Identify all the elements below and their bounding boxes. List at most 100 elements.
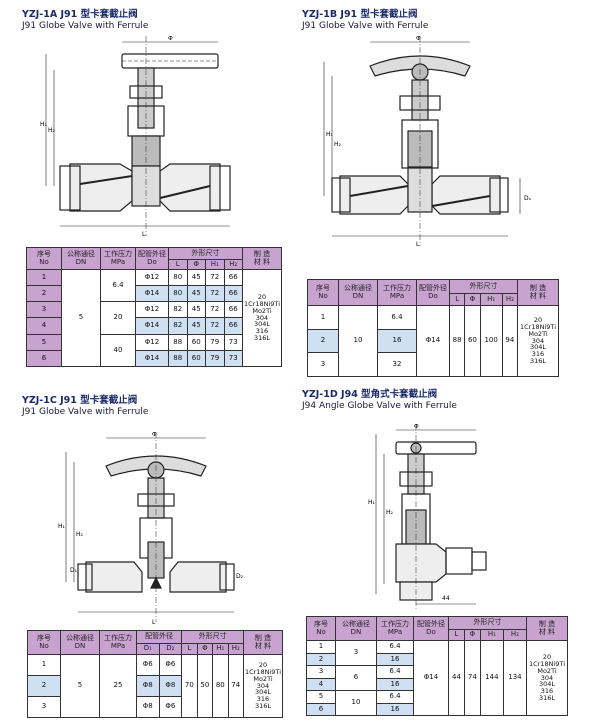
cell-h1: 100 xyxy=(479,305,503,377)
row-no: 6 xyxy=(26,349,62,368)
header-dn: 公称通径 DN xyxy=(335,616,377,641)
dim-phi: Φ xyxy=(414,424,419,430)
cell-h1: 72 xyxy=(205,285,225,303)
header-mpa: 工作压力 MPa xyxy=(376,616,414,641)
dim-l: L xyxy=(152,619,156,626)
subheader-h1: H₁ xyxy=(205,259,225,270)
subheader-phi: Φ xyxy=(463,629,481,641)
header-mpa: 工作压力 MPa xyxy=(100,247,136,270)
cell-phi: 45 xyxy=(186,285,206,303)
cell-phi: 45 xyxy=(186,268,206,287)
cell-h1: 79 xyxy=(205,333,225,351)
cell-mpa: 16 xyxy=(376,677,414,691)
dim-h2: H₂ xyxy=(334,141,342,148)
subheader-h1: H₁ xyxy=(479,293,503,306)
header-dimensions: 外形尺寸 xyxy=(449,279,518,294)
cell-mpa: 16 xyxy=(376,702,414,716)
header-do: 配管外径 xyxy=(135,630,183,644)
cell-h2: 74 xyxy=(227,654,245,718)
cell-do: Φ14 xyxy=(416,305,450,377)
cell-mpa: 6.4 xyxy=(376,690,414,704)
cell-mpa: 16 xyxy=(377,328,417,354)
cell-phi: 45 xyxy=(186,301,206,319)
valve-drawing-1a: Φ L H₁ H₂ xyxy=(40,36,231,238)
header-material: 制 造 材 料 xyxy=(517,279,559,306)
row-no: 3 xyxy=(26,301,62,319)
dim-h1: H₁ xyxy=(58,523,66,530)
spec-table-1d: 序号 No 公称通径 DN 工作压力 MPa 配管外径 Do 外形尺寸 制 造 … xyxy=(306,616,568,716)
row-no: 5 xyxy=(306,690,336,704)
cell-phi: 50 xyxy=(196,654,214,718)
header-do: 配管外径 Do xyxy=(416,279,450,306)
row-no: 5 xyxy=(26,333,62,351)
subheader-h2: H₂ xyxy=(501,293,519,306)
header-material: 制 造 材 料 xyxy=(242,247,282,270)
dim-h1: H₁ xyxy=(326,131,334,138)
cell-h2: 66 xyxy=(223,317,243,335)
cell-do: Φ12 xyxy=(135,268,169,287)
section-title-en: J91 Globe Valve with Ferrule xyxy=(302,21,429,31)
cell-dn: 10 xyxy=(335,690,377,716)
subheader-phi: Φ xyxy=(196,643,214,655)
cell-l: 80 xyxy=(168,268,188,287)
cell-phi: 60 xyxy=(186,349,206,368)
row-no: 2 xyxy=(27,674,61,697)
row-no: 1 xyxy=(307,305,339,330)
header-no: 序号 No xyxy=(26,247,62,270)
spec-table-1a: 序号 No 公称通径 DN 工作压力 MPa 配管外径 Do 外形尺寸 制 造 … xyxy=(26,247,282,368)
valve-drawing-1b: Φ L H₁ H₂ Dₒ xyxy=(323,36,532,248)
spec-table-1b: 序号 No 公称通径 DN 工作压力 MPa 配管外径 Do 外形尺寸 制 造 … xyxy=(307,279,559,377)
header-material: 制 造 材 料 xyxy=(243,630,283,655)
subheader-h1: H₁ xyxy=(479,629,504,641)
cell-dn: 10 xyxy=(338,305,378,377)
cell-mpa: 20 xyxy=(100,301,136,335)
cell-dn: 3 xyxy=(335,640,377,666)
row-no: 1 xyxy=(27,654,61,676)
dim-l: L xyxy=(142,231,146,238)
section-title-cn: YZJ-1B J91 型卡套截止阀 xyxy=(302,9,418,20)
header-material: 制 造 材 料 xyxy=(526,616,568,641)
header-dimensions: 外形尺寸 xyxy=(448,616,527,630)
row-no: 2 xyxy=(307,328,339,354)
subheader-l: L xyxy=(448,293,466,306)
cell-h1: 72 xyxy=(205,301,225,319)
subheader-l: L xyxy=(448,629,465,641)
dim-l: L xyxy=(416,241,420,248)
row-no: 1 xyxy=(26,268,62,287)
valve-drawing-1c: Φ L H₁ H₂ D₁ D₂ xyxy=(58,432,244,626)
header-no: 序号 No xyxy=(27,630,61,655)
cell-do: Φ14 xyxy=(135,317,169,335)
subheader-h2: H₂ xyxy=(227,643,245,655)
cell-h2: 66 xyxy=(223,285,243,303)
row-no: 3 xyxy=(307,352,339,377)
row-no: 4 xyxy=(26,317,62,335)
header-dn: 公称通径 DN xyxy=(338,279,378,306)
cell-h1: 79 xyxy=(205,349,225,368)
cell-h2: 66 xyxy=(223,268,243,287)
cell-h2: 73 xyxy=(223,333,243,351)
cell-dn: 6 xyxy=(335,665,377,691)
cell-mpa: 6.4 xyxy=(376,665,414,679)
dim-44: 44 xyxy=(442,595,450,602)
dim-h1: H₁ xyxy=(40,121,48,128)
header-dimensions: 外形尺寸 xyxy=(181,630,244,644)
dim-phi: Φ xyxy=(152,432,157,438)
cell-h2: 134 xyxy=(502,640,528,716)
cell-dn: 5 xyxy=(61,269,101,367)
row-no: 2 xyxy=(306,652,336,666)
cell-d1: Φ8 xyxy=(136,674,160,697)
row-no: 3 xyxy=(306,665,336,679)
cell-material: 20 1Cr18Ni9Ti Mo2Ti 304 304L 316 316L xyxy=(526,640,568,716)
dim-h2: H₂ xyxy=(386,509,394,516)
cell-mpa: 6.4 xyxy=(376,640,414,654)
cell-do: Φ14 xyxy=(135,349,169,368)
cell-material: 20 1Cr18Ni9Ti Mo2Ti 304 304L 316 316L xyxy=(242,269,282,367)
cell-do: Φ14 xyxy=(135,285,169,303)
cell-l: 44 xyxy=(448,640,465,716)
subheader-d1: D₁ xyxy=(136,643,160,655)
cell-mpa: 32 xyxy=(377,352,417,377)
section-yzj-1a: YZJ-1A J91 型卡套截止阀 J91 Globe Valve with F… xyxy=(22,6,148,31)
subheader-phi: Φ xyxy=(464,293,481,306)
dim-d1: D₁ xyxy=(70,567,78,574)
cell-h1: 80 xyxy=(212,654,229,718)
